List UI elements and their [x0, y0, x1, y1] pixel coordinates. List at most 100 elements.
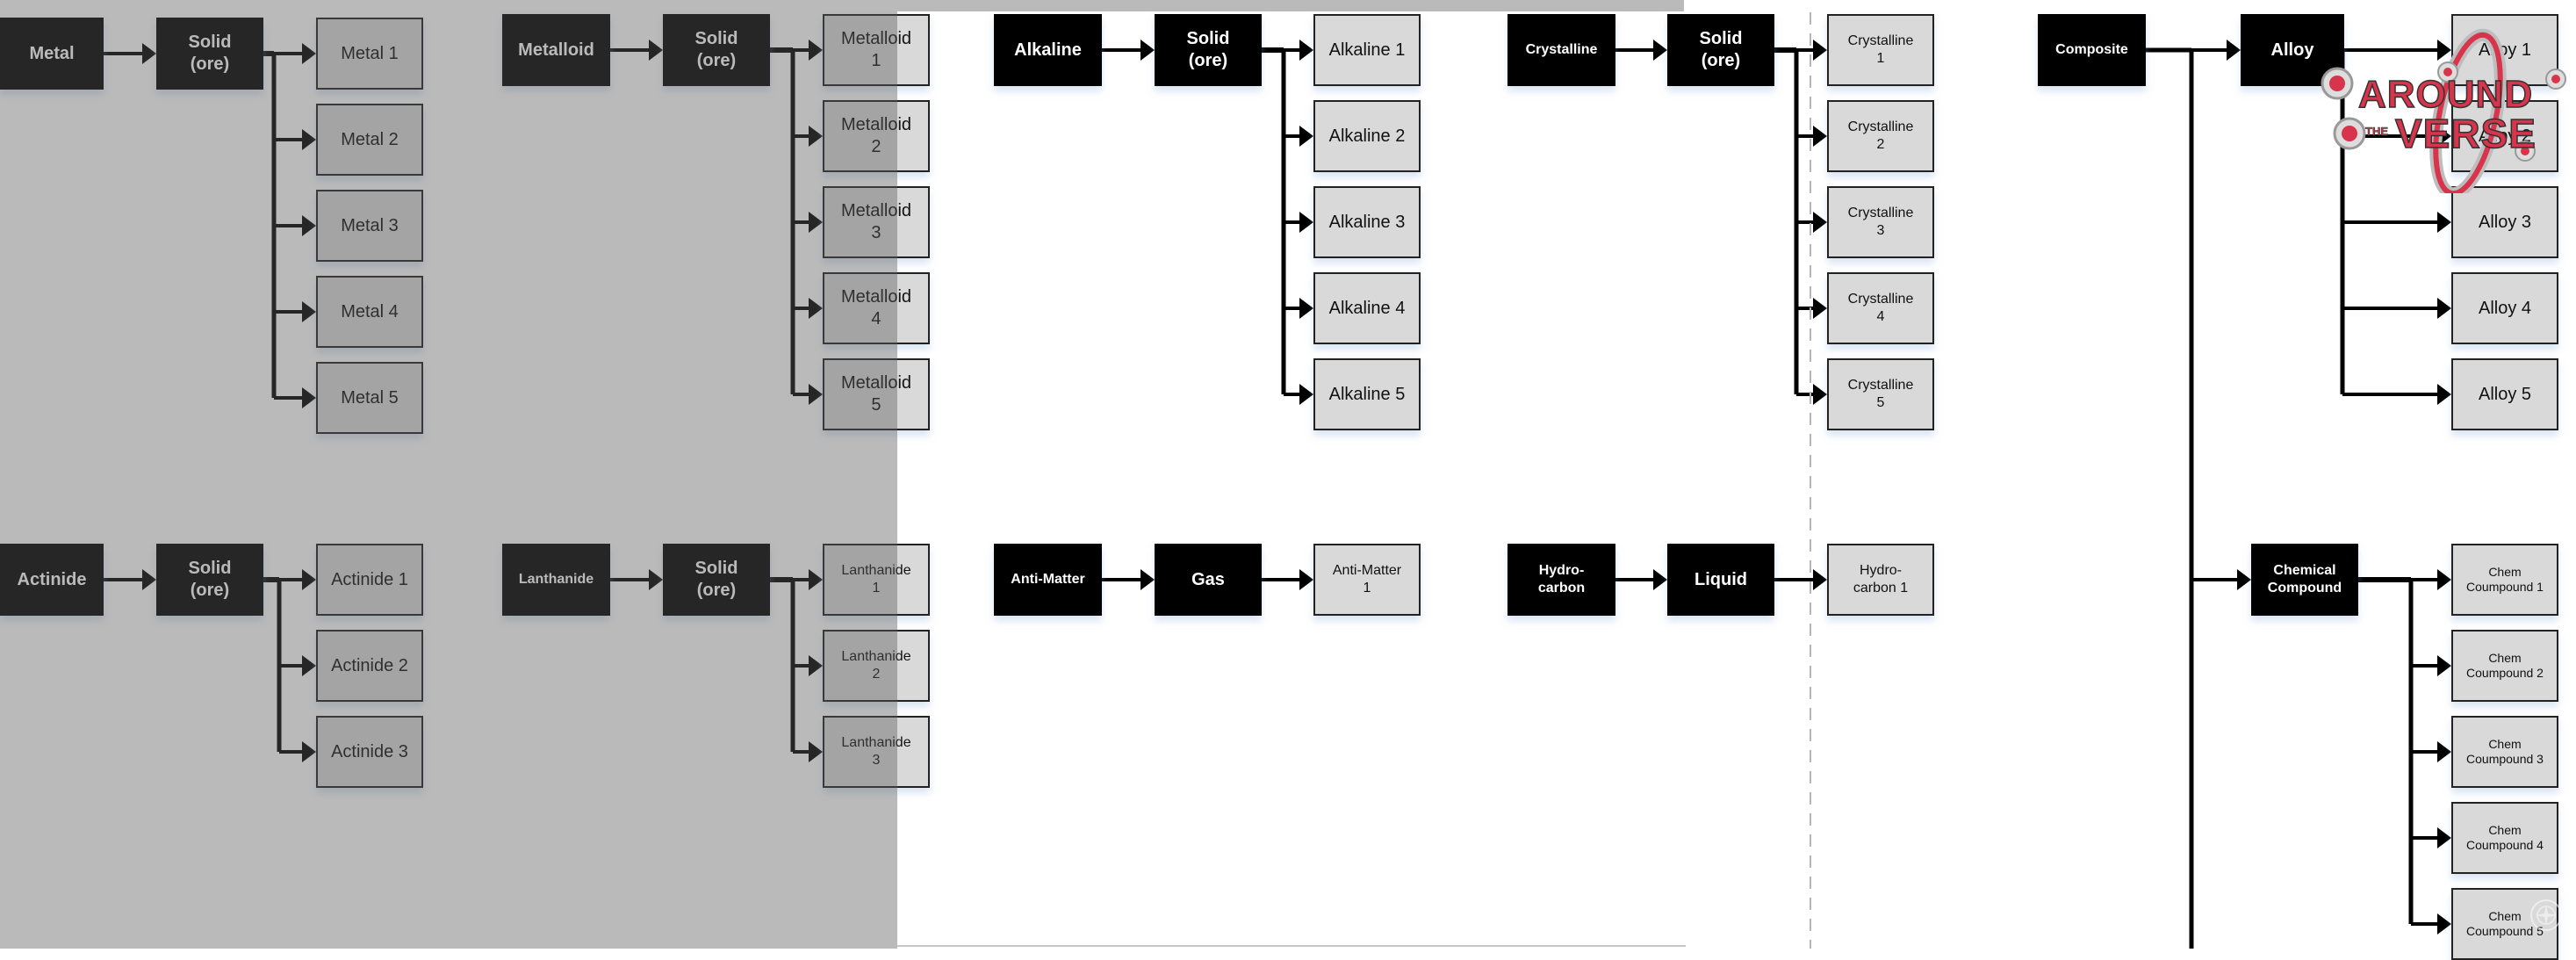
arrowhead-metalloid-item-2-icon [809, 126, 823, 147]
item-node-alkaline[interactable]: Alkaline 4 [1313, 272, 1421, 344]
item-node-metalloid[interactable]: Metalloid 1 [823, 14, 930, 86]
arrowhead-lanthanide-item-1-icon [809, 569, 823, 590]
item-node-metal[interactable]: Metal 5 [316, 362, 423, 434]
item-node-chem[interactable]: Chem Coumpound 3 [2451, 716, 2558, 788]
logo-text-the: THE [2365, 125, 2388, 138]
item-node-crystalline[interactable]: Crystalline 1 [1827, 14, 1934, 86]
arrowhead-crystalline-item-5-icon [1813, 384, 1827, 405]
arrowhead-metal-item-3-icon [302, 215, 316, 236]
arrowhead-composite-alloy-icon [2227, 40, 2241, 61]
state-node-lanthanide[interactable]: Solid (ore) [663, 544, 770, 616]
logo-text-around: AROUND [2358, 73, 2533, 116]
arrowhead-metalloid-item-5-icon [809, 384, 823, 405]
state-node-crystalline[interactable]: Solid (ore) [1667, 14, 1774, 86]
top-dim-strip [897, 0, 1684, 11]
item-node-metal[interactable]: Metal 4 [316, 276, 423, 348]
item-node-alkaline[interactable]: Alkaline 3 [1313, 186, 1421, 258]
item-node-alloy[interactable]: Alloy 5 [2451, 358, 2558, 430]
arrowhead-chem-item-2-icon [2437, 655, 2451, 676]
item-node-metal[interactable]: Metal 2 [316, 104, 423, 176]
item-node-alloy[interactable]: Alloy 3 [2451, 186, 2558, 258]
item-node-metalloid[interactable]: Metalloid 2 [823, 100, 930, 172]
arrowhead-lanthanide-item-2-icon [809, 655, 823, 676]
arrowhead-metal-item-2-icon [302, 129, 316, 150]
category-node-composite[interactable]: Composite [2038, 14, 2146, 86]
arrowhead-metal-item-4-icon [302, 301, 316, 322]
arrowhead-metalloid-state-icon [649, 40, 663, 61]
item-node-chem[interactable]: Chem Coumpound 2 [2451, 630, 2558, 702]
state-node-antimatter[interactable]: Gas [1155, 544, 1262, 616]
category-node-lanthanide[interactable]: Lanthanide [502, 544, 610, 616]
arrowhead-antimatter-item-1-icon [1299, 569, 1313, 590]
arrowhead-actinide-item-2-icon [302, 655, 316, 676]
category-node-antimatter[interactable]: Anti-Matter [994, 544, 1102, 616]
item-node-alkaline[interactable]: Alkaline 1 [1313, 14, 1421, 86]
state-node-actinide[interactable]: Solid (ore) [156, 544, 263, 616]
logo-ring [2429, 28, 2507, 193]
item-node-actinide[interactable]: Actinide 2 [316, 630, 423, 702]
item-node-metal[interactable]: Metal 3 [316, 190, 423, 262]
item-node-alkaline[interactable]: Alkaline 5 [1313, 358, 1421, 430]
logo-text-verse: VERSE [2395, 111, 2536, 156]
arrowhead-alkaline-item-2-icon [1299, 126, 1313, 147]
category-node-metalloid[interactable]: Metalloid [502, 14, 610, 86]
item-node-crystalline[interactable]: Crystalline 5 [1827, 358, 1934, 430]
arrowhead-chem-item-5-icon [2437, 913, 2451, 935]
category-node-hydrocarbon[interactable]: Hydro- carbon [1507, 544, 1615, 616]
arrowhead-alloy-item-5-icon [2437, 384, 2451, 405]
arrowhead-hydrocarbon-item-1-icon [1813, 569, 1827, 590]
arrowhead-crystalline-item-1-icon [1813, 40, 1827, 61]
category-node-alkaline[interactable]: Alkaline [994, 14, 1102, 86]
state-node-alkaline[interactable]: Solid (ore) [1155, 14, 1262, 86]
item-node-lanthanide[interactable]: Lanthanide 1 [823, 544, 930, 616]
item-node-alkaline[interactable]: Alkaline 2 [1313, 100, 1421, 172]
arrowhead-actinide-item-1-icon [302, 569, 316, 590]
arrowhead-chem-item-3-icon [2437, 741, 2451, 762]
item-node-chem[interactable]: Chem Coumpound 1 [2451, 544, 2558, 616]
arrowhead-alkaline-item-5-icon [1299, 384, 1313, 405]
state-node-hydrocarbon[interactable]: Liquid [1667, 544, 1774, 616]
item-node-actinide[interactable]: Actinide 3 [316, 716, 423, 788]
item-node-lanthanide[interactable]: Lanthanide 3 [823, 716, 930, 788]
branch-node-chem[interactable]: Chemical Compound [2251, 544, 2358, 616]
item-node-alloy[interactable]: Alloy 4 [2451, 272, 2558, 344]
arrowhead-crystalline-item-2-icon [1813, 126, 1827, 147]
arrowhead-actinide-state-icon [142, 569, 156, 590]
arrowhead-crystalline-item-4-icon [1813, 298, 1827, 319]
arrowhead-metal-item-1-icon [302, 43, 316, 64]
arrowhead-metalloid-item-3-icon [809, 212, 823, 233]
item-node-actinide[interactable]: Actinide 1 [316, 544, 423, 616]
arrowhead-chem-item-1-icon [2437, 569, 2451, 590]
arrowhead-crystalline-state-icon [1653, 40, 1667, 61]
category-node-metal[interactable]: Metal [0, 18, 104, 90]
item-node-metalloid[interactable]: Metalloid 3 [823, 186, 930, 258]
item-node-antimatter[interactable]: Anti-Matter 1 [1313, 544, 1421, 616]
state-node-metal[interactable]: Solid (ore) [156, 18, 263, 90]
item-node-hydrocarbon[interactable]: Hydro- carbon 1 [1827, 544, 1934, 616]
arrowhead-crystalline-item-3-icon [1813, 212, 1827, 233]
arrowhead-alkaline-state-icon [1140, 40, 1155, 61]
item-node-metalloid[interactable]: Metalloid 5 [823, 358, 930, 430]
arrowhead-metalloid-item-1-icon [809, 40, 823, 61]
arrowhead-metalloid-item-4-icon [809, 298, 823, 319]
around-the-verse-logo-icon: AROUND THE VERSE [2321, 28, 2566, 193]
arrowhead-composite-chem-icon [2237, 569, 2251, 590]
item-node-chem[interactable]: Chem Coumpound 4 [2451, 802, 2558, 874]
arrowhead-alkaline-item-4-icon [1299, 298, 1313, 319]
arrowhead-alloy-item-3-icon [2437, 212, 2451, 233]
arrowhead-metal-item-5-icon [302, 387, 316, 408]
arrowhead-lanthanide-state-icon [649, 569, 663, 590]
item-node-crystalline[interactable]: Crystalline 3 [1827, 186, 1934, 258]
arrowhead-actinide-item-3-icon [302, 741, 316, 762]
state-node-metalloid[interactable]: Solid (ore) [663, 14, 770, 86]
category-node-crystalline[interactable]: Crystalline [1507, 14, 1615, 86]
bottom-rule [897, 945, 1686, 947]
item-node-lanthanide[interactable]: Lanthanide 2 [823, 630, 930, 702]
category-node-actinide[interactable]: Actinide [0, 544, 104, 616]
item-node-crystalline[interactable]: Crystalline 4 [1827, 272, 1934, 344]
item-node-crystalline[interactable]: Crystalline 2 [1827, 100, 1934, 172]
arrowhead-chem-item-4-icon [2437, 827, 2451, 848]
item-node-metal[interactable]: Metal 1 [316, 18, 423, 90]
arrowhead-metal-state-icon [142, 43, 156, 64]
item-node-metalloid[interactable]: Metalloid 4 [823, 272, 930, 344]
